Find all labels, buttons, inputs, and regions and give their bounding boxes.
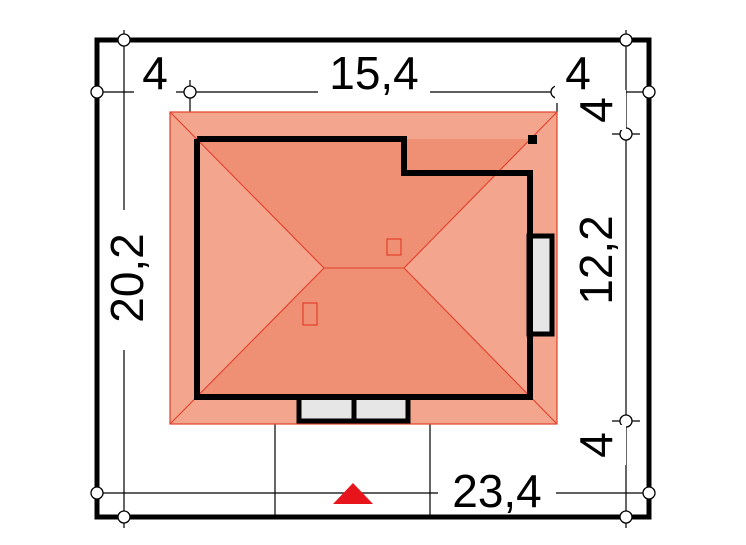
chimney-icon <box>302 302 318 326</box>
entrance-triangle-icon <box>333 483 373 504</box>
plot-boundary <box>94 37 652 520</box>
dim-right-depth: 12,2 <box>570 215 622 305</box>
dim-bottom-width: 23,4 <box>452 465 542 517</box>
dim-top-width: 15,4 <box>329 47 419 99</box>
building-walls <box>194 135 555 424</box>
dim-left-depth: 20,2 <box>101 233 153 323</box>
dim-top-left: 4 <box>142 47 168 99</box>
roof <box>169 111 558 425</box>
wall-outline <box>194 136 533 400</box>
dimension-markers <box>90 33 656 524</box>
dim-top-right: 4 <box>565 47 591 99</box>
chimney-icon <box>386 238 402 256</box>
wall-corner-post <box>528 135 537 144</box>
label-backgrounds <box>104 55 626 514</box>
roof-plane-bottom <box>197 268 530 397</box>
dim-right-top: 4 <box>570 97 622 123</box>
dim-right-bottom: 4 <box>570 432 622 458</box>
